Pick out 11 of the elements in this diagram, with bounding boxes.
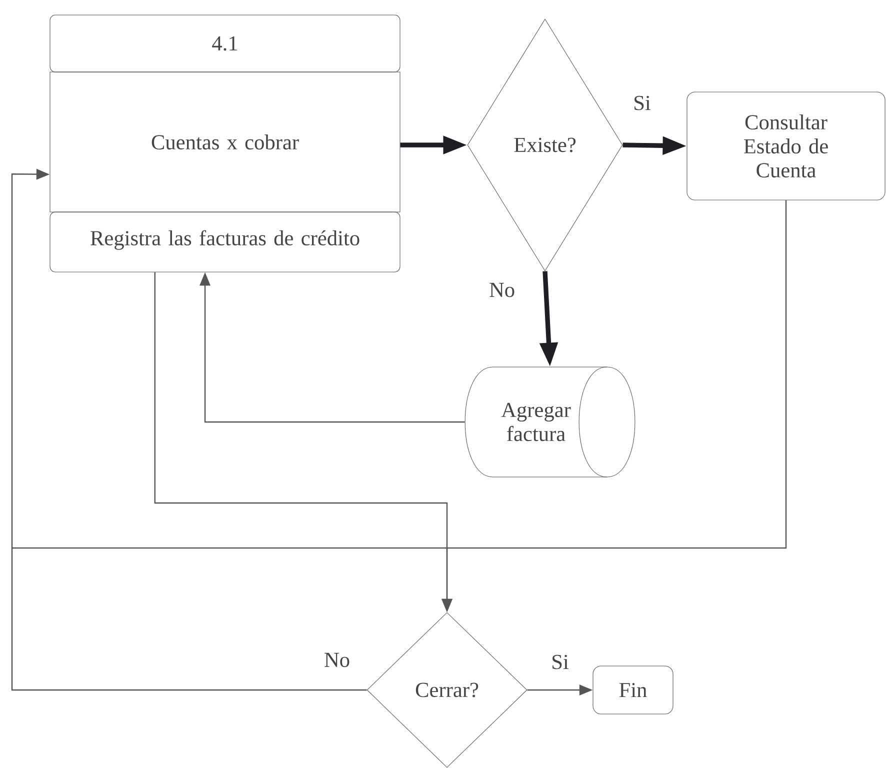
edge-label: No — [322, 652, 352, 668]
process-box: Fin — [592, 666, 674, 714]
process-box: 4.1 Cuentas x cobrar Registra las facturas de crédito — [50, 14, 400, 272]
edge-label: No — [488, 282, 516, 298]
edge-label: Si — [550, 654, 570, 670]
process-box: Consultar Estado de Cuenta — [686, 92, 886, 200]
arrow — [11, 168, 367, 691]
node-label: 4.1 — [212, 36, 238, 51]
node-label: Registra las facturas de crédito — [90, 230, 360, 250]
database-cylinder: Agregar factura — [464, 366, 636, 478]
edge-label: Si — [632, 94, 652, 112]
